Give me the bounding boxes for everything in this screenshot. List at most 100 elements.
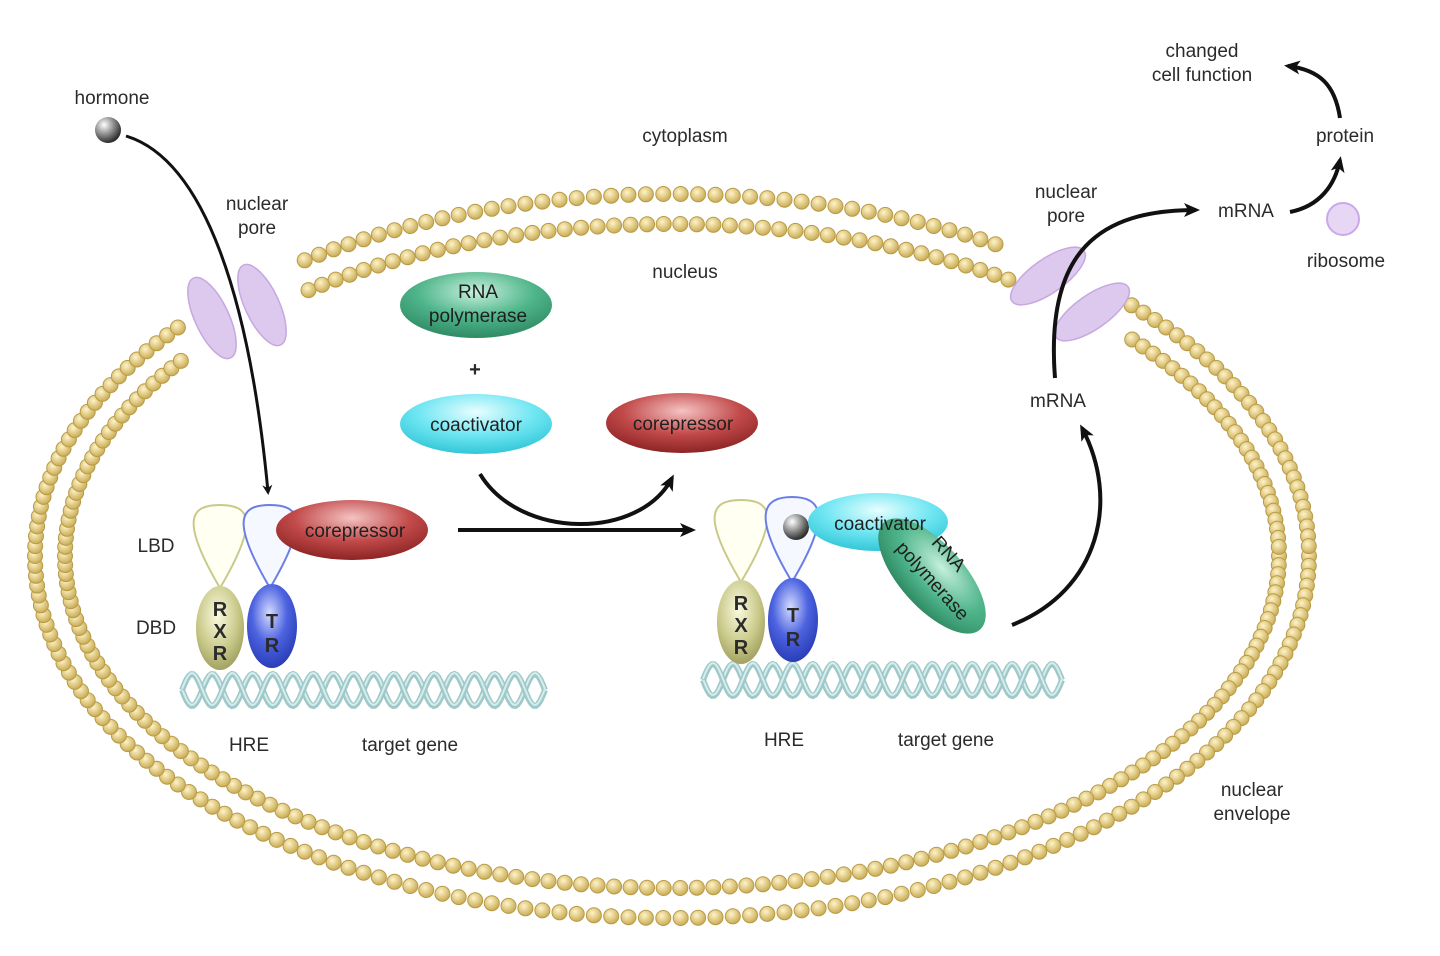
lipid-head: [311, 246, 327, 263]
rxr-letter-2: X: [213, 621, 227, 643]
label-target-gene-left: target gene: [362, 735, 458, 756]
lipid-head: [476, 863, 493, 880]
lipid-head: [355, 834, 372, 850]
lipid-head: [340, 859, 357, 876]
text-rna-polymerase-2: polymerase: [429, 306, 527, 327]
lipid-head: [1000, 271, 1017, 288]
lipid-head: [327, 271, 344, 288]
lipid-head: [941, 873, 958, 890]
tr-lbd-loop-active: [764, 495, 820, 584]
lipid-head: [556, 221, 573, 238]
lipid-head: [688, 879, 705, 896]
hormone-entry-arrow: [125, 134, 273, 495]
lipid-head: [721, 878, 738, 895]
lipid-head: [655, 910, 672, 926]
lipid-head: [707, 909, 724, 926]
lipid-head: [827, 897, 844, 914]
rxr-active-letter-1: R: [734, 593, 749, 615]
lipid-head: [540, 222, 557, 239]
lipid-head: [655, 186, 672, 202]
tr-dbd-active: [768, 578, 818, 662]
lipid-head: [169, 319, 186, 336]
lipid-head: [742, 188, 759, 205]
tr-letter-1: T: [266, 611, 278, 633]
lipid-head: [787, 873, 804, 890]
lipid-head: [1300, 538, 1317, 555]
lipid-head: [637, 186, 654, 203]
lipid-head: [568, 190, 585, 207]
lipid-head: [1135, 791, 1152, 808]
label-hre-right: HRE: [764, 730, 804, 751]
lipid-head: [1072, 825, 1089, 842]
lipid-head: [721, 217, 738, 234]
nuclear-pore-left: [187, 263, 287, 360]
lipid-head: [793, 902, 810, 919]
lipid-head: [476, 232, 493, 249]
lipid-head: [402, 218, 419, 234]
lipid-head: [759, 190, 776, 207]
rxr-dbd: [196, 586, 244, 670]
lipid-head: [311, 849, 327, 866]
lipid-head: [957, 869, 974, 886]
lipid-head: [909, 882, 926, 898]
lipid-head: [229, 812, 246, 829]
lipid-head: [943, 842, 960, 859]
rxr-lbd-loop: [192, 503, 248, 590]
hormone-molecule: [95, 117, 121, 143]
lipid-head: [585, 188, 602, 205]
label-nuclear-pore-left-2: pore: [238, 218, 276, 239]
lipid-head: [1158, 319, 1175, 336]
lipid-head: [414, 850, 431, 867]
lipid-head: [370, 257, 387, 274]
lipid-head: [803, 224, 820, 241]
label-protein: protein: [1316, 126, 1374, 147]
lipid-head: [181, 784, 197, 800]
lipid-head: [325, 854, 342, 871]
lipid-head: [957, 257, 974, 274]
lipid-head: [925, 218, 942, 234]
lipid-head: [467, 203, 484, 220]
lipid-head: [399, 249, 416, 266]
lipid-head: [909, 214, 926, 230]
lipid-head: [672, 186, 689, 202]
lipid-head: [370, 838, 387, 855]
lipid-head: [724, 187, 741, 204]
lipid-head: [1017, 849, 1033, 866]
lipid-head: [296, 843, 313, 860]
lipid-head: [690, 186, 707, 203]
lipid-head: [159, 327, 176, 344]
lipid-head: [827, 198, 844, 215]
lipid-head: [655, 880, 672, 896]
lipid-head: [370, 226, 387, 243]
lipid-head: [1031, 843, 1048, 860]
plus-sign: +: [469, 359, 481, 381]
rna-polymerase: [400, 272, 552, 338]
lipid-head: [688, 216, 705, 233]
lipid-head: [500, 897, 517, 914]
lipid-head: [370, 869, 387, 886]
corepressor-bound: [276, 500, 428, 560]
tr-letter-2: R: [265, 635, 280, 657]
lipid-head: [172, 352, 189, 369]
lipid-head: [524, 871, 541, 888]
lipid-head: [898, 241, 915, 258]
lipid-head: [928, 249, 945, 266]
lipid-head: [585, 907, 602, 924]
lipid-head: [508, 868, 525, 885]
receptor-complex-inactive: [192, 500, 428, 670]
lipid-head: [620, 186, 637, 203]
label-ribosome: ribosome: [1307, 251, 1385, 272]
lipid-head: [192, 791, 209, 808]
lipid-head: [655, 216, 672, 232]
lipid-head: [1059, 831, 1076, 848]
label-changed-1: changed: [1166, 41, 1239, 62]
lipid-head: [414, 245, 431, 262]
label-cytoplasm: cytoplasm: [642, 126, 728, 147]
receptor-complex-active: [713, 493, 986, 664]
lipid-head: [556, 874, 573, 891]
lipid-head: [639, 879, 656, 896]
lipid-head: [738, 218, 755, 235]
lipid-head: [941, 222, 958, 239]
dna-strand: [181, 671, 546, 707]
lipid-head: [341, 266, 358, 283]
